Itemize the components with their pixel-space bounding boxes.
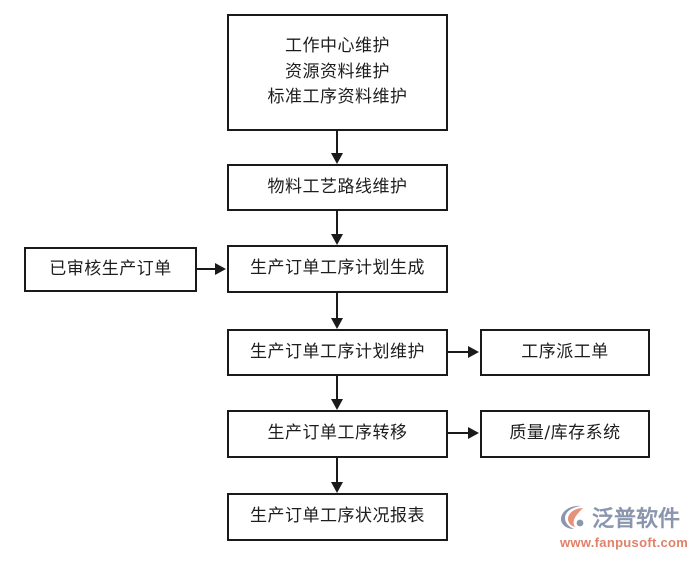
node-plan-maintain[interactable]: 生产订单工序计划维护 <box>227 329 448 376</box>
node-process-transfer[interactable]: 生产订单工序转移 <box>227 410 448 458</box>
arrow-head-down-icon <box>331 399 343 410</box>
arrow-head-down-icon <box>331 234 343 245</box>
node-material-routing[interactable]: 物料工艺路线维护 <box>227 164 448 211</box>
connector-line <box>336 376 338 400</box>
fanpu-logo-icon <box>559 503 589 531</box>
node-master-data[interactable]: 工作中心维护 资源资料维护 标准工序资料维护 <box>227 14 448 131</box>
arrow-head-right-icon <box>468 346 479 358</box>
node-plan-generate-label: 生产订单工序计划生成 <box>250 258 425 279</box>
arrow-head-down-icon <box>331 318 343 329</box>
node-status-report-label: 生产订单工序状况报表 <box>250 506 425 527</box>
connector-line <box>448 432 470 434</box>
node-approved-order[interactable]: 已审核生产订单 <box>24 247 197 292</box>
arrow-head-down-icon <box>331 153 343 164</box>
node-master-data-line-2: 资源资料维护 <box>285 61 390 82</box>
node-material-routing-label: 物料工艺路线维护 <box>267 176 408 197</box>
node-plan-generate[interactable]: 生产订单工序计划生成 <box>227 245 448 293</box>
arrow-head-right-icon <box>468 427 479 439</box>
connector-line <box>336 131 338 155</box>
node-master-data-line-3: 标准工序资料维护 <box>267 87 408 108</box>
node-master-data-line-1: 工作中心维护 <box>285 35 390 56</box>
arrow-head-down-icon <box>331 482 343 493</box>
arrow-head-right-icon <box>215 263 226 275</box>
connector-line <box>336 211 338 235</box>
watermark-brand-text: 泛普软件 <box>592 507 681 532</box>
connector-line <box>336 458 338 483</box>
node-process-transfer-label: 生产订单工序转移 <box>267 423 408 444</box>
node-status-report[interactable]: 生产订单工序状况报表 <box>227 493 448 541</box>
node-quality-inventory-label: 质量/库存系统 <box>509 423 621 444</box>
connector-line <box>448 351 470 353</box>
node-quality-inventory[interactable]: 质量/库存系统 <box>480 410 650 458</box>
watermark-logo: 泛普软件 www.fanpusoft.com <box>559 500 689 556</box>
node-dispatch-order-label: 工序派工单 <box>521 341 609 362</box>
connector-line <box>197 268 217 270</box>
node-plan-maintain-label: 生产订单工序计划维护 <box>250 341 425 362</box>
watermark-url-text: www.fanpusoft.com <box>560 535 689 550</box>
watermark-brand-row: 泛普软件 <box>559 500 680 534</box>
node-approved-order-label: 已审核生产订单 <box>49 258 172 279</box>
connector-line <box>336 293 338 319</box>
node-dispatch-order[interactable]: 工序派工单 <box>480 329 650 376</box>
